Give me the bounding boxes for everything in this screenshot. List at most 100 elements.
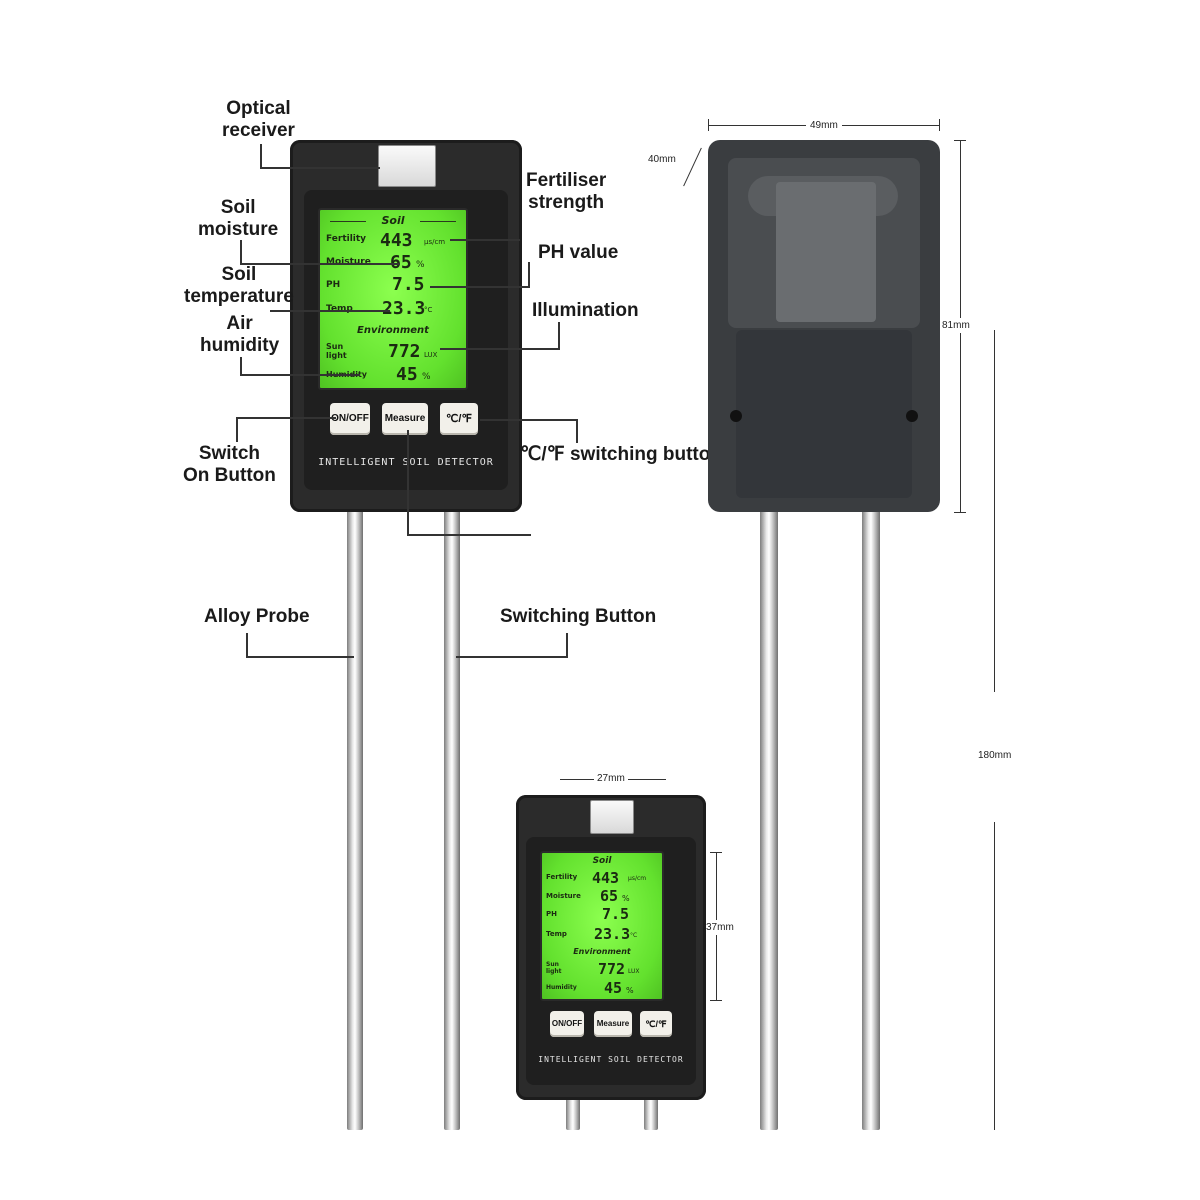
back-clip	[776, 182, 876, 322]
optical-receiver	[378, 145, 436, 187]
leader-line	[450, 239, 520, 241]
lcd-divider	[330, 221, 366, 222]
leader-line	[558, 322, 560, 350]
lcd-sunlight-unit: LUX	[628, 968, 640, 975]
leader-line	[407, 534, 531, 536]
leader-line	[456, 656, 568, 658]
lcd-divider	[420, 221, 456, 222]
dimension-tick	[710, 852, 722, 853]
lcd-fertility-unit: μs/cm	[424, 238, 446, 246]
lcd-ph-label: PH	[326, 280, 341, 290]
leader-line	[430, 286, 530, 288]
leader-line	[407, 430, 409, 536]
dimension-screen-height: 37mm	[706, 920, 734, 935]
lcd-moisture-value: 65	[390, 252, 412, 273]
callout-optical-receiver: Optical receiver	[222, 98, 295, 141]
lcd-moisture-unit: %	[416, 260, 425, 270]
dimension-tick	[710, 1000, 722, 1001]
lcd-soil-header: Soil	[381, 214, 405, 227]
leader-line	[240, 240, 242, 264]
dimension-tick	[954, 140, 966, 141]
lcd-temp-unit: °C	[424, 306, 433, 314]
callout-alloy-probe: Alloy Probe	[204, 606, 310, 627]
leader-line	[440, 348, 560, 350]
dimension-width-back: 49mm	[806, 120, 842, 131]
lcd-ph-value: 7.5	[602, 905, 630, 923]
lcd-soil-header: Soil	[592, 856, 612, 866]
callout-soil-moisture: Soil moisture	[198, 197, 279, 240]
lcd-temp-value: 23.3	[594, 925, 631, 943]
brand-label-small: INTELLIGENT SOIL DETECTOR	[538, 1055, 684, 1064]
measure-button[interactable]: Measure	[382, 403, 428, 435]
leader-line	[576, 419, 578, 443]
dimension-tick	[939, 119, 940, 131]
lcd-temp-unit: °C	[630, 932, 638, 939]
lcd-fertility-value: 443	[380, 230, 413, 251]
dimension-total-height: 180mm	[978, 750, 1012, 761]
leader-line	[480, 419, 578, 421]
back-screw	[730, 410, 742, 422]
leader-line	[240, 374, 360, 376]
back-bottom-section	[736, 330, 912, 498]
callout-air-humidity: Air humidity	[200, 313, 280, 356]
leader-line	[240, 357, 242, 375]
lcd-humidity-value: 45	[604, 979, 623, 997]
lcd-environment-header: Environment	[573, 947, 631, 956]
lcd-fertility-label: Fertility	[326, 234, 367, 244]
small-probe-right	[644, 1095, 658, 1130]
dimension-tick	[708, 119, 709, 131]
lcd-screen-small: Soil Fertility 443 μs/cm Moisture 65 % P…	[540, 851, 664, 1001]
soil-detector-front-small: Soil Fertility 443 μs/cm Moisture 65 % P…	[516, 795, 706, 1100]
lcd-humidity-unit: %	[422, 372, 431, 382]
lcd-ph-value: 7.5	[392, 274, 425, 295]
dimension-line	[994, 330, 995, 692]
lcd-sunlight-value: 772	[598, 960, 626, 978]
small-probe-left	[566, 1095, 580, 1130]
lcd-fertility-unit: μs/cm	[628, 875, 647, 882]
on-off-button[interactable]: ON/OFF	[330, 403, 370, 435]
lcd-sunlight-label: Sun light	[546, 961, 562, 975]
measure-button-small[interactable]: Measure	[594, 1011, 632, 1037]
lcd-moisture-unit: %	[622, 894, 630, 903]
lcd-fertility-value: 443	[592, 869, 620, 887]
leader-line	[260, 144, 262, 168]
back-probe-left	[760, 330, 778, 1130]
alloy-probe-right	[444, 510, 460, 1130]
leader-line	[528, 262, 530, 288]
leader-line	[236, 417, 336, 419]
lcd-environment-header: Environment	[357, 325, 429, 336]
optical-receiver-small	[590, 800, 634, 834]
lcd-sunlight-value: 772	[388, 341, 421, 362]
callout-cf-switching-button: ℃/℉ switching button	[520, 444, 722, 465]
lcd-temp-value: 23.3	[382, 298, 426, 319]
leader-line	[270, 310, 390, 312]
lcd-moisture-label: Moisture	[546, 892, 581, 900]
lcd-screen: Soil Fertility 443 μs/cm Moisture 65 % P…	[318, 208, 468, 390]
lcd-sunlight-unit: LUX	[424, 351, 438, 359]
lcd-moisture-label: Moisture	[326, 257, 371, 267]
on-off-button-small[interactable]: ON/OFF	[550, 1011, 584, 1037]
cf-switch-button[interactable]: ℃/℉	[440, 403, 478, 435]
dimension-screen-width: 27mm	[594, 773, 628, 784]
dimension-tick	[954, 512, 966, 513]
dimension-line	[683, 147, 702, 187]
callout-soil-temperature: Soil temperature	[184, 264, 294, 307]
cf-switch-button-small[interactable]: ℃/℉	[640, 1011, 672, 1037]
dimension-line	[994, 822, 995, 1130]
leader-line	[246, 633, 248, 657]
callout-switching-button: Switching Button	[500, 606, 657, 627]
lcd-moisture-value: 65	[600, 887, 619, 905]
lcd-fertility-label: Fertility	[546, 873, 578, 881]
soil-detector-front: Soil Fertility 443 μs/cm Moisture 65 % P…	[290, 140, 522, 512]
lcd-ph-label: PH	[546, 910, 557, 918]
lcd-humidity-unit: %	[626, 986, 634, 995]
lcd-humidity-value: 45	[396, 364, 418, 385]
lcd-temp-label: Temp	[326, 304, 353, 314]
soil-detector-back	[708, 140, 940, 512]
lcd-temp-label: Temp	[546, 930, 567, 938]
alloy-probe-left	[347, 510, 363, 1130]
back-probe-right	[862, 330, 880, 1130]
callout-fertiliser-strength: Fertiliser strength	[526, 170, 607, 213]
leader-line	[566, 633, 568, 657]
callout-illumination: Illumination	[532, 300, 639, 321]
